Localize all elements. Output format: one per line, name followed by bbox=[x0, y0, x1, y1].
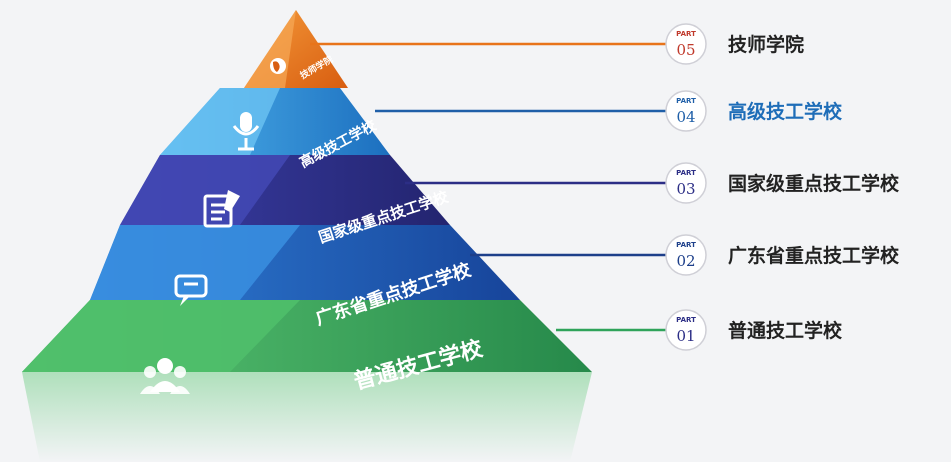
globe-icon bbox=[270, 58, 286, 74]
document-edit-icon bbox=[203, 190, 240, 228]
level-title-01: 普通技工学校 bbox=[728, 319, 843, 342]
pyramid-layer-01: 普通技工学校 bbox=[22, 300, 592, 395]
users-group-icon bbox=[140, 358, 190, 394]
level-title-03: 国家级重点技工学校 bbox=[728, 172, 900, 195]
level-title-02: 广东省重点技工学校 bbox=[728, 244, 900, 267]
badge-number: 02 bbox=[676, 252, 695, 270]
badge-part-label: PART bbox=[676, 316, 696, 324]
part-badge-01: PART 01 bbox=[665, 309, 707, 351]
badge-number: 01 bbox=[676, 327, 695, 345]
part-badge-04: PART 04 bbox=[665, 90, 707, 132]
badge-number: 04 bbox=[676, 108, 695, 126]
badge-part-label: PART bbox=[676, 241, 696, 249]
pyramid-layer-03: 国家级重点技工学校 bbox=[120, 155, 451, 247]
level-title-05: 技师学院 bbox=[728, 33, 804, 56]
part-badge-05: PART 05 bbox=[665, 23, 707, 65]
badge-part-label: PART bbox=[676, 97, 696, 105]
pyramid-reflection bbox=[22, 372, 592, 462]
badge-part-label: PART bbox=[676, 169, 696, 177]
badge-number: 05 bbox=[676, 41, 695, 59]
part-badge-02: PART 02 bbox=[665, 234, 707, 276]
badge-part-label: PART bbox=[676, 30, 696, 38]
badge-number: 03 bbox=[676, 180, 695, 198]
level-title-04: 高级技工学校 bbox=[728, 100, 843, 123]
chat-bubbles-icon bbox=[174, 274, 208, 306]
pyramid-layer-05: 技师学院 bbox=[244, 10, 348, 88]
part-badge-03: PART 03 bbox=[665, 162, 707, 204]
microphone-icon bbox=[232, 112, 260, 151]
